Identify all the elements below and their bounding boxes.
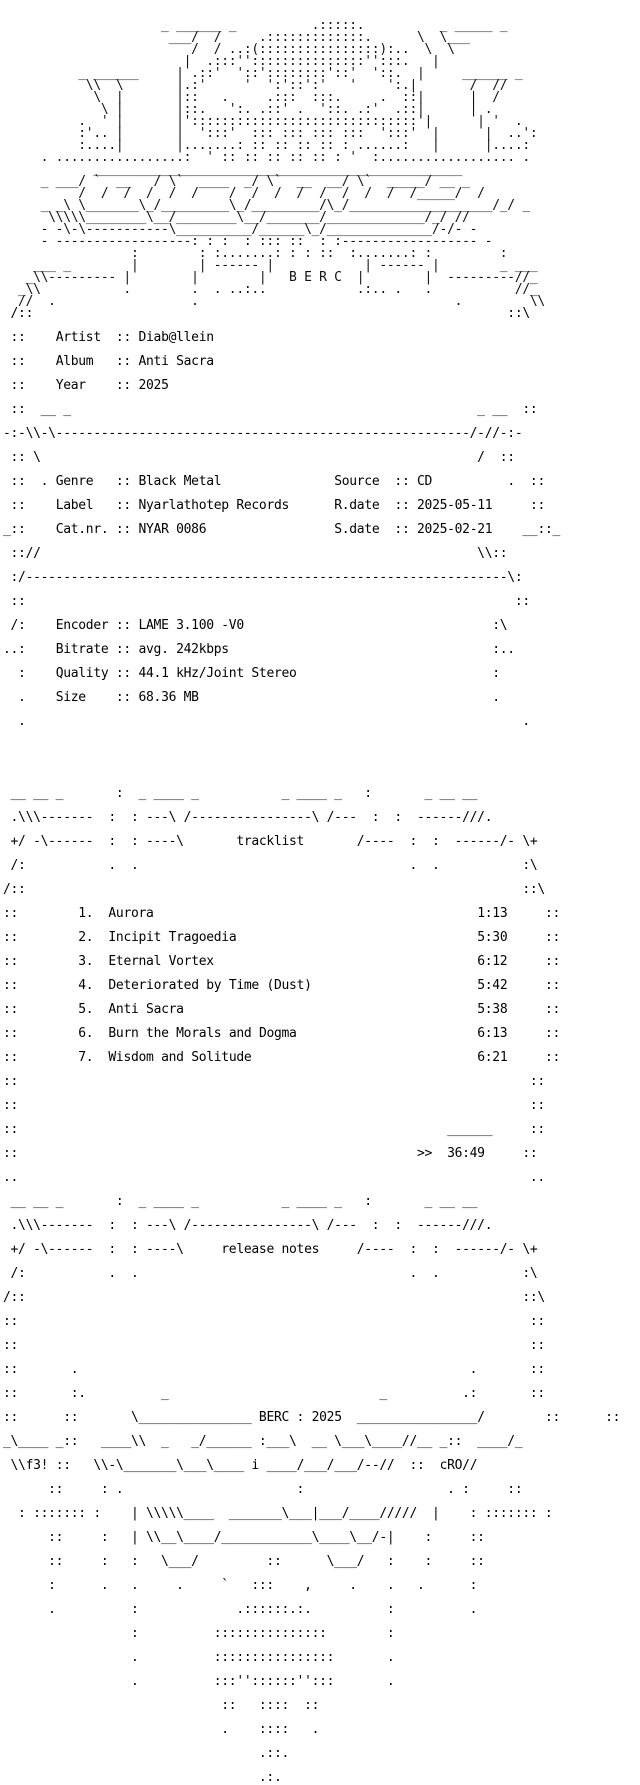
year-value: 2025 bbox=[138, 378, 169, 393]
release-notes-title: release notes bbox=[221, 1242, 320, 1257]
total-time: >> 36:49 bbox=[416, 1146, 485, 1161]
track-7-title: Wisdom and Solitude bbox=[108, 1050, 252, 1065]
nfo-document: _ ______ _ .:::::. _ _____ _ ___/ / .:::… bbox=[3, 18, 621, 1785]
sdate-value: 2025-02-21 bbox=[417, 522, 493, 537]
bitrate-value: avg. 242kbps bbox=[138, 642, 229, 657]
size-value: 68.36 MB bbox=[138, 690, 199, 705]
track-5-title: Anti Sacra bbox=[108, 1002, 184, 1017]
quality-value: 44.1 kHz/Joint Stereo bbox=[138, 666, 297, 681]
track-2-time: 5:30 bbox=[477, 930, 508, 945]
track-7-num: 7. bbox=[78, 1050, 94, 1065]
artist-label: Artist bbox=[55, 330, 101, 345]
track-2-title: Incipit Tragoedia bbox=[108, 930, 237, 945]
track-2-num: 2. bbox=[78, 930, 94, 945]
track-1-time: 1:13 bbox=[477, 906, 508, 921]
source-label: Source bbox=[334, 474, 380, 489]
track-3-title: Eternal Vortex bbox=[108, 954, 214, 969]
track-5-num: 5. bbox=[78, 1002, 94, 1017]
label-label: Label bbox=[55, 498, 94, 513]
group-year: BERC : 2025 bbox=[258, 1410, 342, 1425]
year-label: Year bbox=[55, 378, 86, 393]
genre-label: Genre bbox=[55, 474, 94, 489]
track-4-time: 5:42 bbox=[477, 978, 508, 993]
album-label: Album bbox=[55, 354, 94, 369]
artist-value: Diab@llein bbox=[138, 330, 215, 345]
track-3-num: 3. bbox=[78, 954, 94, 969]
tracklist-title: tracklist bbox=[236, 834, 305, 849]
size-label: Size bbox=[55, 690, 86, 705]
album-value: Anti Sacra bbox=[138, 354, 215, 369]
bitrate-label: Bitrate bbox=[55, 642, 109, 657]
quality-label: Quality bbox=[55, 666, 109, 681]
catnr-value: NYAR 0086 bbox=[138, 522, 207, 537]
rdate-value: 2025-05-11 bbox=[417, 498, 493, 513]
track-1-num: 1. bbox=[78, 906, 94, 921]
top-skull-art: _ ______ _ .:::::. _ _____ _ ___/ / .:::… bbox=[18, 18, 545, 309]
track-7-time: 6:21 bbox=[477, 1050, 508, 1065]
encoder-label: Encoder bbox=[55, 618, 109, 633]
track-4-num: 4. bbox=[78, 978, 94, 993]
sdate-label: S.date bbox=[334, 522, 380, 537]
track-3-time: 6:12 bbox=[477, 954, 508, 969]
track-6-num: 6. bbox=[78, 1026, 94, 1041]
source-value: CD bbox=[417, 474, 433, 489]
track-1-title: Aurora bbox=[108, 906, 154, 921]
track-6-title: Burn the Morals and Dogma bbox=[108, 1026, 297, 1041]
encoder-value: LAME 3.100 -V0 bbox=[138, 618, 244, 633]
genre-value: Black Metal bbox=[138, 474, 222, 489]
track-4-title: Deteriorated by Time (Dust) bbox=[108, 978, 312, 993]
signature-left: f3! bbox=[25, 1458, 49, 1473]
catnr-label: Cat.nr. bbox=[55, 522, 109, 537]
signature-right: cRO bbox=[439, 1458, 463, 1473]
label-value: Nyarlathotep Records bbox=[138, 498, 290, 513]
track-5-time: 5:38 bbox=[477, 1002, 508, 1017]
track-6-time: 6:13 bbox=[477, 1026, 508, 1041]
rdate-label: R.date bbox=[334, 498, 380, 513]
